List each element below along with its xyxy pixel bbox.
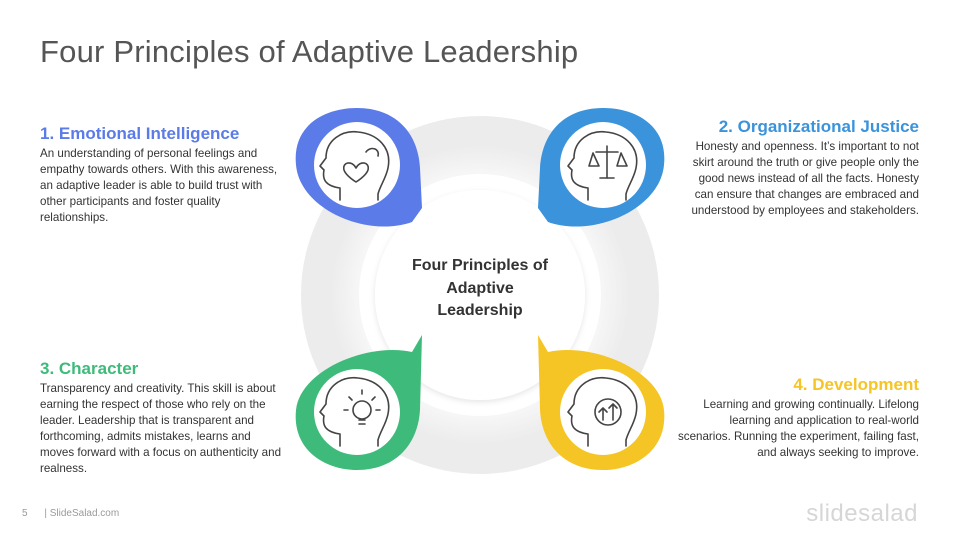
head-heart-icon: [319, 131, 390, 201]
principle-3-text: Transparency and creativity. This skill …: [40, 382, 282, 475]
principle-4-text: Learning and growing continually. Lifelo…: [677, 398, 919, 459]
footer: 5 | SlideSalad.com: [22, 508, 119, 519]
footer-site: | SlideSalad.com: [44, 508, 120, 519]
center-label: Four Principles of Adaptive Leadership: [411, 257, 548, 319]
principle-2-heading: 2. Organizational Justice: [718, 117, 919, 136]
principle-1-heading: 1. Emotional Intelligence: [40, 124, 240, 143]
principle-4-heading: 4. Development: [793, 375, 919, 394]
center-ring: [301, 116, 659, 474]
head-lightbulb-icon: [319, 377, 390, 447]
principle-2-block: 2. Organizational Justice Honesty and op…: [677, 117, 919, 219]
head-growth-arrows-icon: [567, 377, 638, 447]
principle-2-pin-inner: [560, 122, 646, 208]
principle-4-block: 4. Development Learning and growing cont…: [677, 375, 919, 461]
principle-1-text: An understanding of personal feelings an…: [40, 147, 278, 224]
page-number: 5: [22, 508, 28, 519]
principle-2-text: Honesty and openness. It’s important to …: [691, 140, 919, 217]
principle-3-heading: 3. Character: [40, 359, 139, 378]
principle-1-pin: [295, 108, 422, 227]
principle-3-block: 3. Character Transparency and creativity…: [40, 359, 282, 477]
principle-3-pin-inner: [314, 369, 400, 455]
slide-title: Four Principles of Adaptive Leadership: [40, 34, 579, 69]
brand-logo: slidesalad: [806, 500, 918, 527]
principle-2-pin: [538, 108, 665, 227]
center-hub: [375, 190, 585, 400]
principle-1-block: 1. Emotional Intelligence An understandi…: [40, 124, 282, 226]
head-scales-icon: [567, 131, 638, 201]
